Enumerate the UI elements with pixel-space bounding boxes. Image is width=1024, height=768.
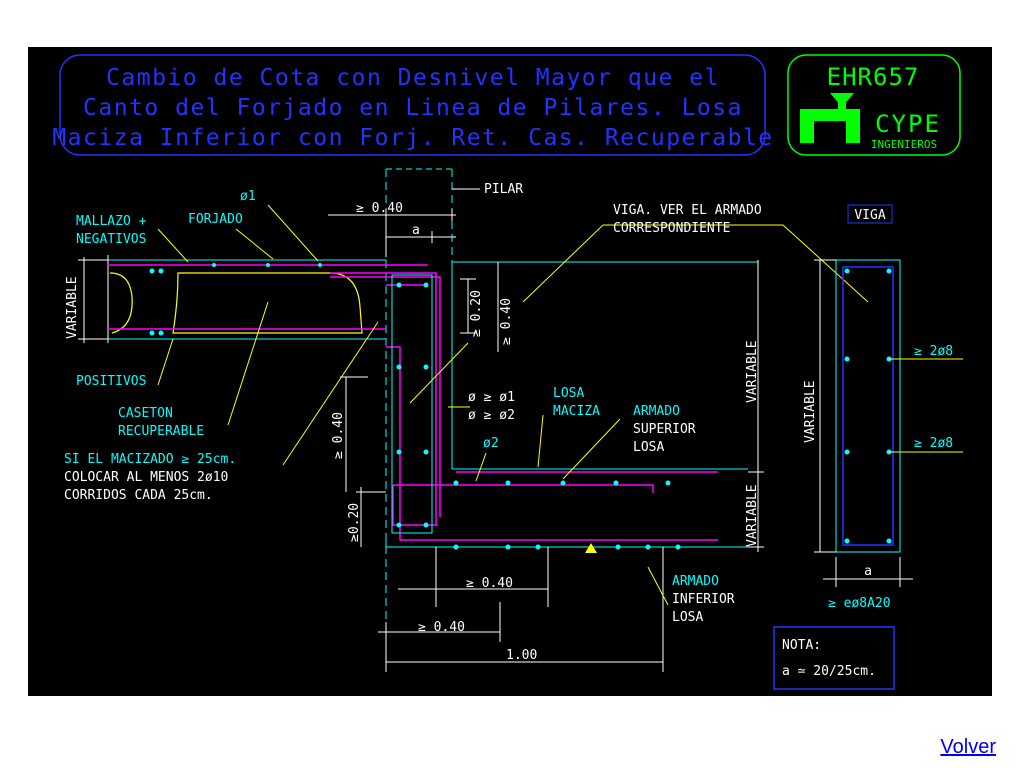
label-ge020-left-vert: ≥0.20 <box>347 503 362 542</box>
label-viga-ver-2: CORRESPONDIENTE <box>613 221 730 236</box>
label-armado-inf-2: INFERIOR <box>672 592 735 607</box>
label-phi-ge-phi1: ø ≥ ø1 <box>468 390 515 405</box>
label-mallazo-2: NEGATIVOS <box>76 232 146 247</box>
viga-a: a <box>864 564 872 579</box>
label-ge040-left-vert: ≥ 0.40 <box>331 412 346 459</box>
label-dim-100: 1.00 <box>506 648 537 663</box>
viga-tag: VIGA <box>854 208 885 223</box>
caseton-shapes <box>109 272 363 334</box>
label-ge040-vert: ≥ 0.40 <box>499 298 514 345</box>
nota-text: a ≃ 20/25cm. <box>782 664 876 679</box>
concrete-outline <box>385 261 758 548</box>
label-note-1: SI EL MACIZADO ≥ 25cm. <box>64 452 236 467</box>
label-variable-mid-2: VARIABLE <box>745 484 760 547</box>
label-phi2: ø2 <box>483 436 499 451</box>
cype-logo: EHR657 CYPE INGENIEROS <box>787 54 961 156</box>
label-pilar: PILAR <box>484 182 523 197</box>
logo-brand: CYPE <box>875 110 941 138</box>
label-ge040-bottom-2: ≥ 0.40 <box>418 620 465 635</box>
level-marker <box>585 543 597 553</box>
volver-link[interactable]: Volver <box>940 736 996 758</box>
label-losa-1: LOSA <box>553 386 584 401</box>
label-variable-left: VARIABLE <box>65 276 80 339</box>
label-armado-sup-3: LOSA <box>633 440 664 455</box>
label-note-3: CORRIDOS CADA 25cm. <box>64 488 213 503</box>
title-frame <box>59 54 766 156</box>
label-ge040-top: ≥ 0.40 <box>356 201 403 216</box>
label-mallazo-1: MALLAZO + <box>76 214 147 229</box>
label-viga-ver-1: VIGA. VER EL ARMADO <box>613 203 762 218</box>
label-ge040-bottom: ≥ 0.40 <box>466 576 513 591</box>
logo-sub: INGENIEROS <box>871 138 937 151</box>
nota-box: NOTA: a ≃ 20/25cm. <box>773 626 895 690</box>
title-line-2: Canto del Forjado en Linea de Pilares. L… <box>83 95 743 121</box>
label-caseton-2: RECUPERABLE <box>118 424 204 439</box>
cad-drawing: Cambio de Cota con Desnivel Mayor que el… <box>28 47 992 696</box>
label-caseton-1: CASETON <box>118 406 173 421</box>
forjado-outline <box>107 255 386 343</box>
label-ge020-vert: ≥ 0.20 <box>469 290 484 337</box>
title-line-1: Cambio de Cota con Desnivel Mayor que el <box>106 65 720 91</box>
label-variable-mid: VARIABLE <box>745 340 760 403</box>
label-phi-ge-phi2: ø ≥ ø2 <box>468 408 515 423</box>
viga-variable: VARIABLE <box>803 380 818 443</box>
label-armado-inf-3: LOSA <box>672 610 703 625</box>
viga-bars-1: ≥ 2ø8 <box>914 344 953 359</box>
viga-section: VIGA VARIABLE ≥ 2ø8 ≥ 2ø8 a ≥ eø8A20 <box>803 204 963 611</box>
leader-lines <box>157 204 869 606</box>
label-note-2: COLOCAR AL MENOS 2ø10 <box>64 470 228 485</box>
cad-svg: Cambio de Cota con Desnivel Mayor que el… <box>52 54 963 690</box>
viga-bars-2: ≥ 2ø8 <box>914 436 953 451</box>
label-armado-inf-1: ARMADO <box>672 574 719 589</box>
logo-code: EHR657 <box>827 63 920 91</box>
label-armado-sup-1: ARMADO <box>633 404 680 419</box>
rebar-lines <box>108 264 718 541</box>
label-a-top: a <box>412 223 420 238</box>
title-line-3: Maciza Inferior con Forj. Ret. Cas. Recu… <box>52 125 773 151</box>
label-losa-2: MACIZA <box>553 404 600 419</box>
label-phi1: ø1 <box>240 189 256 204</box>
viga-stirrups: ≥ eø8A20 <box>828 596 891 611</box>
label-forjado: FORJADO <box>188 212 243 227</box>
rebar-dots <box>149 263 681 550</box>
label-positivos: POSITIVOS <box>76 374 146 389</box>
dimension-lines <box>78 209 764 672</box>
nota-title: NOTA: <box>782 638 821 653</box>
label-armado-sup-2: SUPERIOR <box>633 422 696 437</box>
